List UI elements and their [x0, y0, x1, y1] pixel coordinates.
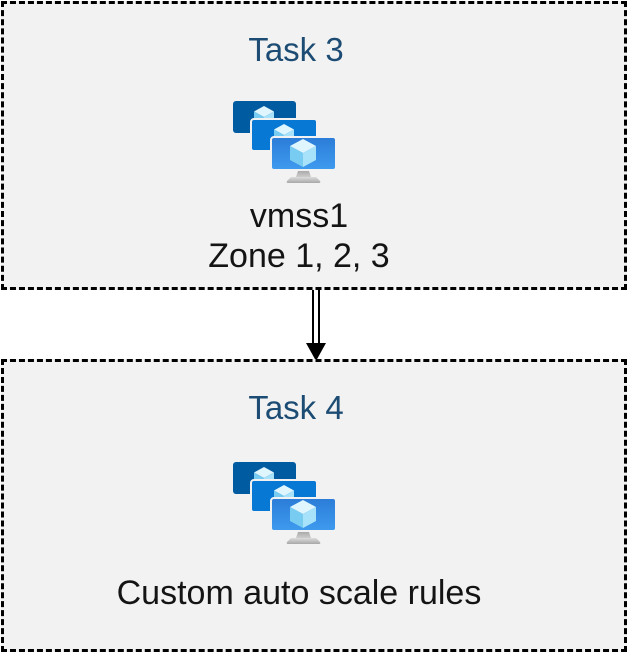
task4-rules-label: Custom auto scale rules: [116, 574, 482, 612]
task3-vmss-label: vmss1: [249, 197, 349, 235]
vm-scale-sets-icon: [233, 101, 337, 185]
task3-box: Task 3: [1, 1, 627, 290]
task4-caption: Custom auto scale rules: [4, 573, 594, 613]
task3-caption: vmss1 Zone 1, 2, 3: [4, 196, 594, 276]
task3-zone-label: Zone 1, 2, 3: [208, 237, 390, 275]
down-arrow: [306, 290, 326, 361]
task4-title: Task 4: [248, 389, 344, 426]
task3-title: Task 3: [248, 31, 344, 68]
task4-box: Task 4: [1, 359, 627, 652]
vm-scale-sets-icon: [233, 462, 337, 546]
